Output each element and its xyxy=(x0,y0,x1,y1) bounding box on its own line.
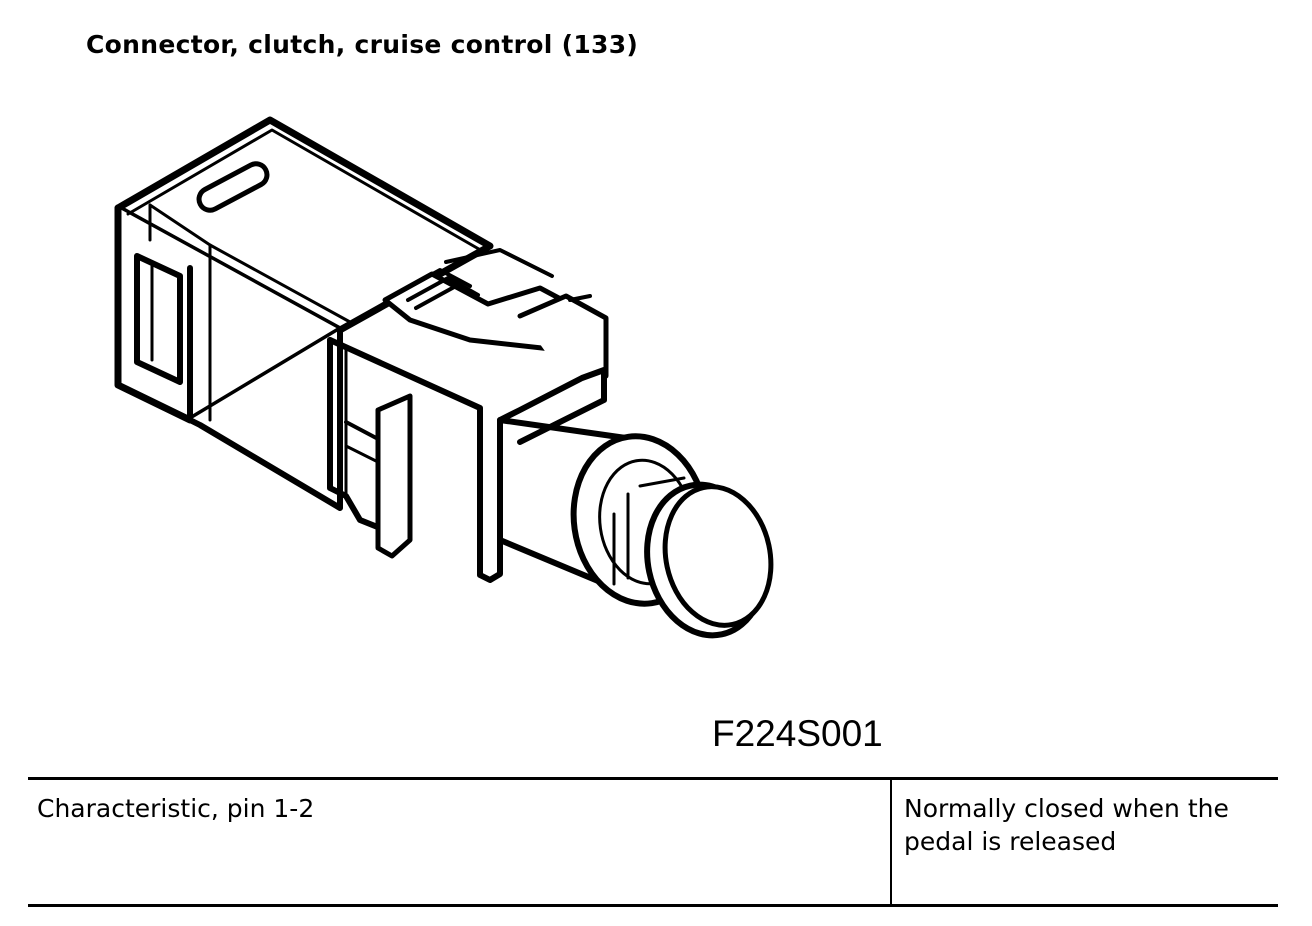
characteristic-value-line-1: Normally closed when the xyxy=(904,794,1229,823)
plunger-cap-face xyxy=(662,484,774,628)
side-window xyxy=(134,253,183,385)
housing-top-ridge xyxy=(126,128,486,254)
figure-code: F224S001 xyxy=(712,713,883,754)
spec-table: Characteristic, pin 1-2 Normally closed … xyxy=(28,777,1278,907)
top-slot xyxy=(196,161,270,213)
characteristic-label: Characteristic, pin 1-2 xyxy=(37,794,315,823)
collar-tab xyxy=(375,393,413,559)
table-cell-value: Normally closed when the pedal is releas… xyxy=(892,780,1278,904)
page-title: Connector, clutch, cruise control (133) xyxy=(86,30,639,59)
characteristic-value: Normally closed when the pedal is releas… xyxy=(904,792,1229,858)
housing-side-face xyxy=(187,327,343,511)
characteristic-value-line-2: pedal is released xyxy=(904,827,1117,856)
table-cell-label: Characteristic, pin 1-2 xyxy=(28,780,892,904)
